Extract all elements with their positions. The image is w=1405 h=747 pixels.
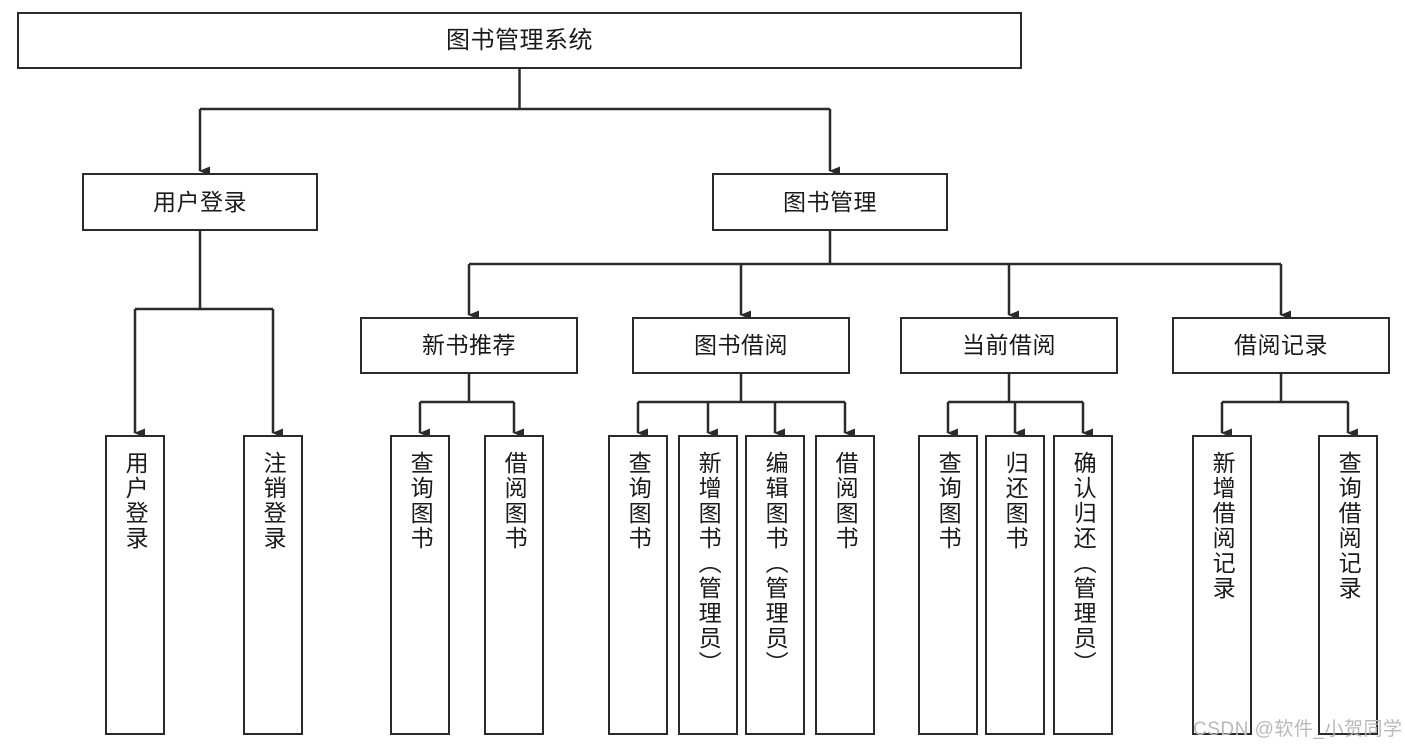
node-label-leaf-br-query: 查询借阅记录 bbox=[1335, 451, 1362, 601]
node-new-book-rec[interactable]: 新书推荐 bbox=[360, 317, 578, 374]
node-leaf-bb-edit[interactable]: 编辑图书（管理员） bbox=[745, 435, 805, 735]
node-label-leaf-bb-edit: 编辑图书（管理员） bbox=[762, 451, 789, 676]
node-label-new-book-rec: 新书推荐 bbox=[422, 332, 516, 359]
node-leaf-user-logout[interactable]: 注销登录 bbox=[243, 435, 303, 735]
node-label-root: 图书管理系统 bbox=[446, 26, 593, 54]
node-label-leaf-rec-query: 查询图书 bbox=[407, 451, 434, 551]
node-label-leaf-cb-query: 查询图书 bbox=[935, 451, 962, 551]
node-label-leaf-user-login: 用户登录 bbox=[122, 451, 149, 551]
node-leaf-cb-query[interactable]: 查询图书 bbox=[918, 435, 978, 735]
node-current-borrow[interactable]: 当前借阅 bbox=[900, 317, 1118, 374]
node-label-borrow-record: 借阅记录 bbox=[1234, 332, 1328, 359]
node-label-leaf-bb-add: 新增图书（管理员） bbox=[695, 451, 722, 676]
node-leaf-cb-confirm[interactable]: 确认归还（管理员） bbox=[1053, 435, 1113, 735]
node-leaf-bb-add[interactable]: 新增图书（管理员） bbox=[678, 435, 738, 735]
node-label-leaf-bb-query: 查询图书 bbox=[625, 451, 652, 551]
node-borrow-record[interactable]: 借阅记录 bbox=[1172, 317, 1390, 374]
node-leaf-cb-return[interactable]: 归还图书 bbox=[985, 435, 1045, 735]
node-book-admin[interactable]: 图书管理 bbox=[712, 173, 948, 231]
node-label-current-borrow: 当前借阅 bbox=[962, 332, 1056, 359]
node-book-borrow[interactable]: 图书借阅 bbox=[632, 317, 850, 374]
node-label-leaf-cb-return: 归还图书 bbox=[1002, 451, 1029, 551]
node-label-leaf-cb-confirm: 确认归还（管理员） bbox=[1070, 451, 1097, 676]
node-label-leaf-br-add: 新增借阅记录 bbox=[1209, 451, 1236, 601]
node-leaf-bb-borrow[interactable]: 借阅图书 bbox=[815, 435, 875, 735]
node-label-book-admin: 图书管理 bbox=[783, 188, 877, 215]
node-leaf-rec-query[interactable]: 查询图书 bbox=[390, 435, 450, 735]
node-user-login[interactable]: 用户登录 bbox=[82, 173, 318, 231]
node-label-leaf-bb-borrow: 借阅图书 bbox=[832, 451, 859, 551]
node-leaf-br-query[interactable]: 查询借阅记录 bbox=[1318, 435, 1378, 735]
node-label-leaf-rec-borrow: 借阅图书 bbox=[501, 451, 528, 551]
node-leaf-br-add[interactable]: 新增借阅记录 bbox=[1192, 435, 1252, 735]
node-leaf-user-login[interactable]: 用户登录 bbox=[105, 435, 165, 735]
node-leaf-bb-query[interactable]: 查询图书 bbox=[608, 435, 668, 735]
watermark: CSDN @软件_小贺同学 bbox=[1193, 719, 1403, 740]
node-label-leaf-user-logout: 注销登录 bbox=[260, 451, 287, 551]
node-label-book-borrow: 图书借阅 bbox=[694, 332, 788, 359]
node-leaf-rec-borrow[interactable]: 借阅图书 bbox=[484, 435, 544, 735]
node-label-user-login: 用户登录 bbox=[153, 188, 247, 215]
node-root[interactable]: 图书管理系统 bbox=[17, 12, 1022, 69]
